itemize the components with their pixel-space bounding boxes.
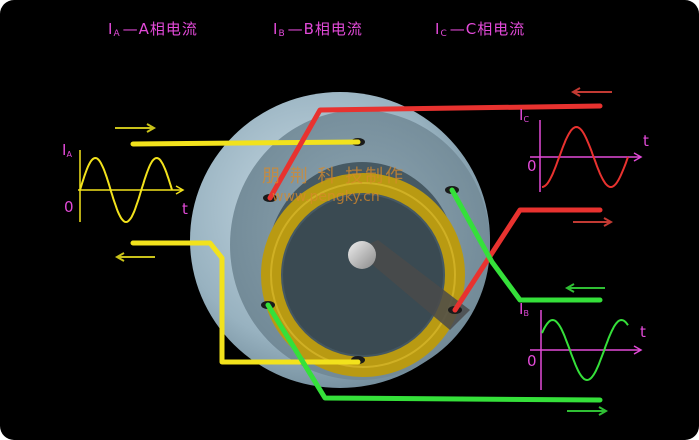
graph-b-axis-arrow [633,345,643,355]
graph-c-axis-arrow [633,152,643,162]
winding-phase-c [267,103,603,313]
title-a-sub: A [113,29,121,39]
arrow-icon [564,283,605,293]
arrow-icon [114,252,155,262]
title-b-text: —B相电流 [287,20,363,38]
arrow-icon [115,123,157,133]
rotor-core [283,195,443,355]
graph-a [78,150,185,224]
arrow-icon [570,87,612,97]
title-phase-a: IA—A相电流 [108,18,198,39]
rotor [261,173,465,377]
watermark-line1: 朋 荆 科 技制作 [262,166,406,187]
rotor-ring-highlight [270,182,456,368]
graph-a-t: t [182,200,188,218]
winding-a-top [130,139,361,147]
arrow-icon [567,406,609,416]
title-b-sub: B [278,29,286,39]
graph-a-waveform [79,156,173,224]
title-c-sub: C [440,29,448,39]
arrow-icon [573,217,614,227]
winding-phase-a [130,139,361,365]
title-b-symbol: I [273,20,279,38]
watermark-line2: www.pengky.cn [272,189,380,205]
graph-b-label: IB [519,300,529,318]
arrows [114,87,614,416]
graph-c-t: t [643,132,649,150]
graph-b-waveform [541,318,629,382]
title-a-symbol: I [108,20,114,38]
title-phase-c: IC—C相电流 [435,18,525,39]
shaft-shadow [355,240,470,330]
title-phase-b: IB—B相电流 [273,18,363,39]
graph-b [530,310,643,390]
graph-c [530,120,643,192]
title-c-symbol: I [435,20,441,38]
graph-a-zero: 0 [64,198,74,216]
shaft [348,240,470,330]
winding-phase-b [265,187,603,403]
graph-c-label: IC [519,106,529,124]
winding-b-bottom [265,302,603,403]
winding-a-bottom [130,240,361,365]
winding-c-top [267,103,603,201]
shaft-end [348,241,376,269]
graph-b-sub: B [523,309,529,318]
graph-b-t: t [640,323,646,341]
graph-c-sub: C [523,115,530,124]
graph-a-sub: A [66,150,72,159]
graph-c-waveform [541,125,629,189]
winding-b-top [449,187,603,303]
graph-c-zero: 0 [527,157,537,175]
graph-b-zero: 0 [527,352,537,370]
graph-a-axis-arrow [175,185,185,195]
graph-c-symbol: I [519,106,524,124]
graph-a-label: IA [62,141,72,159]
winding-c-bottom [452,207,603,313]
graph-b-symbol: I [519,300,524,318]
title-c-text: —C相电流 [449,20,526,38]
title-a-text: —A相电流 [122,20,198,38]
graph-a-symbol: I [62,141,67,159]
